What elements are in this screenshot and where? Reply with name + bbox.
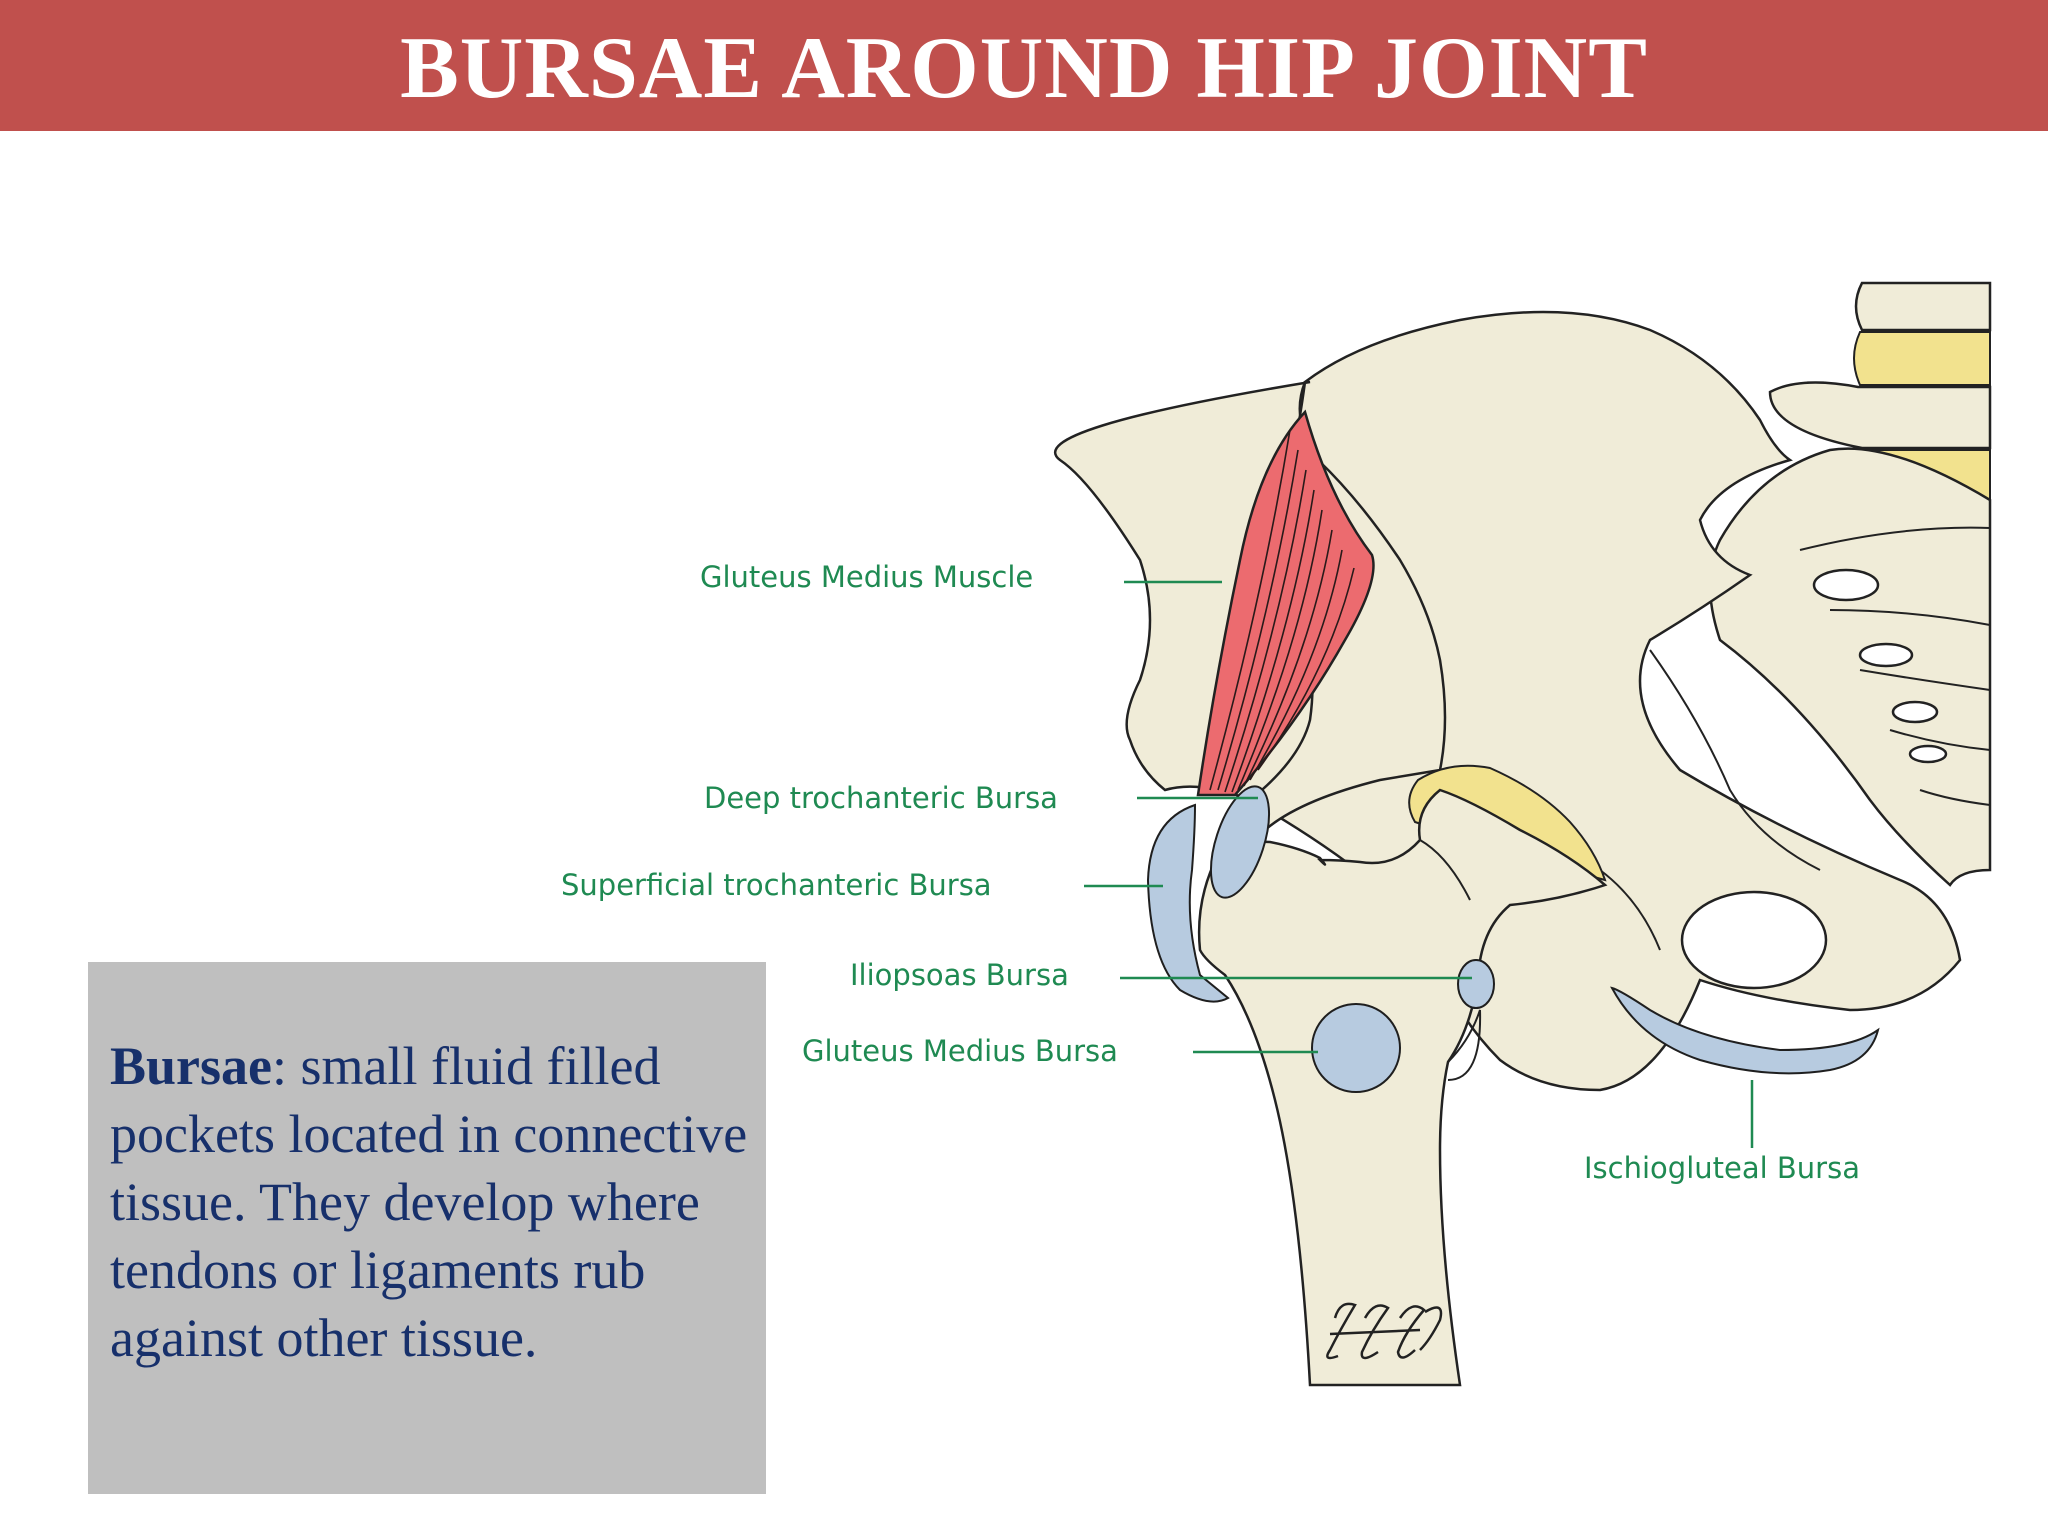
artist-signature [1326, 1302, 1443, 1360]
ischiogluteal-bursa-shape [1610, 986, 1880, 1075]
label-ischiogluteal-bursa: Ischiogluteal Bursa [1584, 1151, 1860, 1185]
title-bar: BURSAE AROUND HIP JOINT [0, 0, 2048, 131]
bursae [1146, 785, 1880, 1093]
label-iliopsoas-bursa: Iliopsoas Bursa [850, 958, 1069, 992]
label-gluteus-medius-muscle: Gluteus Medius Muscle [700, 560, 1033, 594]
definition-body: : small fluid filled pockets located in … [110, 1036, 748, 1368]
gluteus-medius-muscle [1196, 409, 1375, 797]
label-gluteus-medius-bursa: Gluteus Medius Bursa [802, 1034, 1118, 1068]
iliopsoas-bursa-shape [1457, 959, 1495, 1009]
leader-lines [1084, 580, 1754, 1148]
definition-term: Bursae [110, 1036, 272, 1096]
definition-text: Bursae: small fluid filled pockets locat… [110, 1032, 750, 1372]
sacrum [1708, 447, 1992, 887]
definition-box: Bursae: small fluid filled pockets locat… [88, 962, 766, 1494]
femur [1197, 788, 1608, 1387]
label-superficial-trochanteric-bursa: Superficial trochanteric Bursa [561, 868, 992, 902]
superficial-trochanteric-bursa-shape [1146, 803, 1230, 1003]
label-deep-trochanteric-bursa: Deep trochanteric Bursa [704, 781, 1058, 815]
gluteus-medius-bursa-shape [1311, 1003, 1401, 1093]
lumbar-spine [1768, 281, 1992, 503]
deep-trochanteric-bursa-shape [1209, 785, 1271, 899]
page-title: BURSAE AROUND HIP JOINT [400, 19, 1648, 117]
